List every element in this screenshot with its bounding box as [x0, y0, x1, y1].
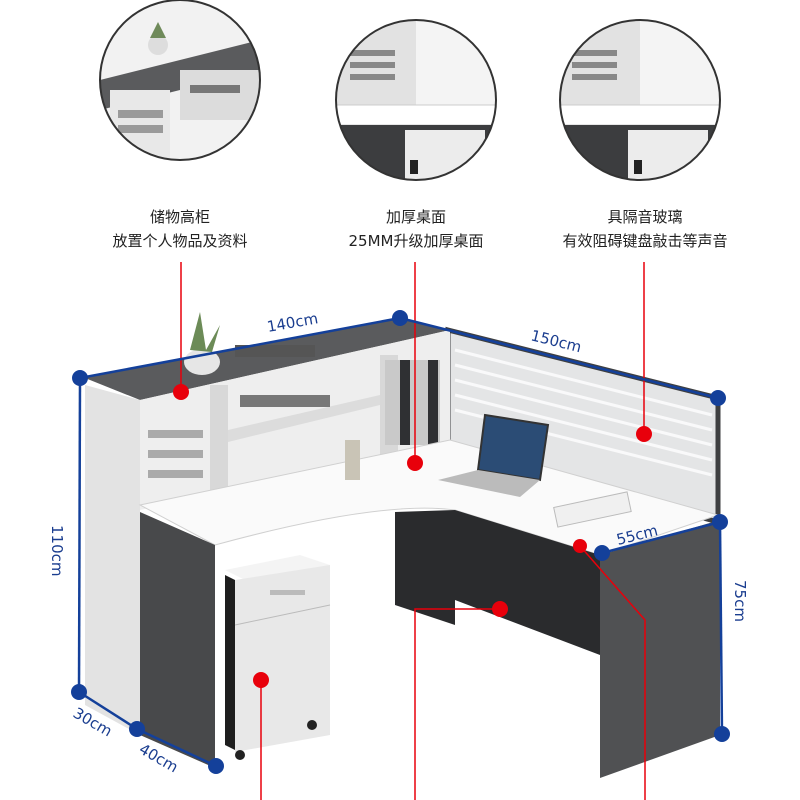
cabinet-side-panel: [85, 385, 140, 735]
feature-desktop: 加厚桌面 25MM升级加厚桌面: [296, 205, 536, 253]
feature-title: 具隔音玻璃: [607, 208, 683, 226]
detail-storage-cabinet: [100, 0, 260, 160]
feature-desc: 放置个人物品及资料: [112, 232, 248, 250]
feature-title: 加厚桌面: [385, 208, 446, 226]
callout-lines: [180, 262, 646, 800]
dimension-lines: [77, 316, 724, 768]
feature-storage: 储物高柜 放置个人物品及资料: [60, 205, 300, 253]
mobile-pedestal: [225, 555, 331, 760]
hutch-top: [85, 318, 450, 400]
detail-circle-border: [99, 0, 261, 161]
feature-title: 储物高柜: [149, 208, 210, 226]
feature-glass: 具隔音玻璃 有效阻碍键盘敲击等声音: [525, 205, 765, 253]
right-pedestal: [600, 520, 720, 778]
dimension-markers: [71, 310, 730, 774]
feature-desc: 25MM升级加厚桌面: [348, 232, 484, 250]
dim-height-total: 110cm: [48, 525, 66, 577]
callout-markers: [173, 384, 652, 688]
dim-desk-height: 75cm: [731, 580, 749, 622]
detail-circle-border: [559, 19, 721, 181]
feature-desc: 有效阻碍键盘敲击等声音: [562, 232, 728, 250]
dim-width-left: 140cm: [266, 309, 320, 336]
detail-circle-border: [335, 19, 497, 181]
modesty-panel: [395, 510, 600, 655]
